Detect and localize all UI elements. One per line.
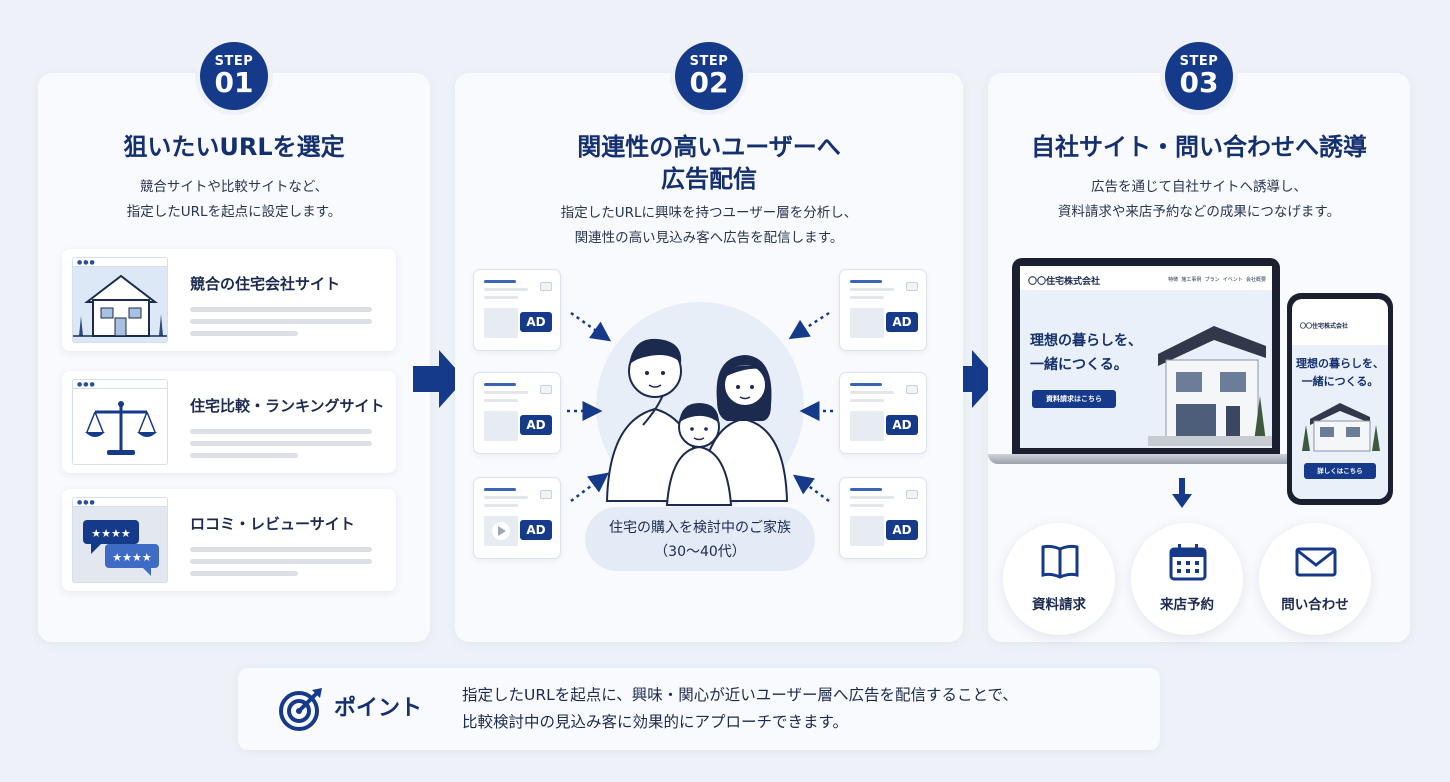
outcome-store-visit: 来店予約 — [1131, 523, 1243, 635]
step-02-badge: STEP 02 — [675, 42, 743, 110]
step-01-card: STEP 01 狙いたいURLを選定 競合サイトや比較サイトなど、 指定したUR… — [38, 42, 430, 642]
review-stars-icon: ●●● ★★★★ ★★★★ — [72, 497, 168, 583]
laptop-cta-button[interactable]: 資料請求はこちら — [1032, 390, 1116, 408]
arrow-right-icon — [413, 350, 465, 408]
laptop-base — [988, 454, 1300, 464]
site-label: 競合の住宅会社サイト — [190, 275, 341, 293]
site-label: ロコミ・レビューサイト — [190, 515, 355, 533]
outcome-label: 問い合わせ — [1281, 597, 1349, 613]
house-photo — [1148, 326, 1272, 446]
audience-line1: 住宅の購入を検討中のご家族 — [609, 520, 791, 536]
step-03-description: 広告を通じて自社サイトへ誘導し、 資料請求や来店予約などの成果につなげます。 — [1057, 179, 1341, 220]
step-03-title: 自社サイト・問い合わせへ誘導 — [1031, 133, 1367, 161]
calendar-icon — [1169, 544, 1207, 581]
step-02-title-line1: 関連性の高いユーザーへ — [577, 133, 841, 161]
step-number: 02 — [689, 66, 729, 99]
phone-headline-line1: 理想の暮らしを、 — [1296, 357, 1384, 370]
step-number: 01 — [214, 66, 254, 99]
laptop-brand: 〇〇住宅株式会社 — [1028, 277, 1101, 287]
outcome-label: 来店予約 — [1160, 597, 1214, 613]
phone-screen: 〇〇住宅株式会社 理想の暮らしを、 一緒につくる。 詳しくはこちら — [1292, 299, 1388, 499]
point-banner: ポイント 指定したURLを起点に、興味・関心が近いユーザー層へ広告を配信すること… — [238, 668, 1160, 750]
phone-brand: 〇〇住宅株式会社 — [1300, 323, 1349, 330]
target-icon — [279, 688, 322, 731]
point-text: 指定したURLを起点に、興味・関心が近いユーザー層へ広告を配信することで、 比較… — [462, 686, 1018, 731]
family-illustration — [596, 302, 804, 510]
step-label: STEP — [214, 54, 254, 69]
outcome-document-request: 資料請求 — [1003, 523, 1115, 635]
phone: 〇〇住宅株式会社 理想の暮らしを、 一緒につくる。 詳しくはこちら — [1287, 293, 1393, 505]
step-number: 03 — [1179, 66, 1219, 99]
phone-cta-button[interactable]: 詳しくはこちら — [1304, 463, 1376, 479]
svg-text:★★★★: ★★★★ — [91, 527, 131, 540]
site-label: 住宅比較・ランキングサイト — [190, 397, 385, 415]
svg-text:★★★★: ★★★★ — [112, 551, 152, 564]
site-card-review: ●●● ★★★★ ★★★★ ロコミ・レビューサイト — [62, 489, 396, 591]
step-label: STEP — [1179, 54, 1219, 69]
site-card-comparison: ●●● 住宅比較・ランキングサイト — [62, 371, 396, 473]
mail-icon — [1295, 547, 1337, 577]
arrow-down-icon — [1172, 478, 1192, 508]
point-label: ポイント — [334, 696, 423, 721]
step-label: STEP — [689, 54, 729, 69]
house-photo — [1302, 403, 1380, 452]
laptop-screen: 〇〇住宅株式会社 特徴 施工事例 プラン イベント 会社概要 理想の暮らしを、 … — [1020, 266, 1272, 448]
house-icon: ●●● — [72, 257, 168, 343]
audience-line2: （30〜40代） — [654, 544, 746, 560]
step-01-badge: STEP 01 — [200, 42, 268, 110]
ad-banner: AD — [473, 269, 561, 351]
ad-banner: AD — [839, 372, 927, 454]
laptop: 〇〇住宅株式会社 特徴 施工事例 プラン イベント 会社概要 理想の暮らしを、 … — [1012, 258, 1280, 454]
scales-icon: ●●● — [72, 379, 168, 465]
ad-tag: AD — [520, 312, 552, 332]
laptop-nav: 特徴 施工事例 プラン イベント 会社概要 — [1168, 277, 1266, 283]
outcome-inquiry: 問い合わせ — [1259, 523, 1371, 635]
ad-banner: AD — [839, 269, 927, 351]
ad-banner: AD — [473, 477, 561, 559]
site-card-competitor: ●●● 競合の住宅会社サイト — [62, 249, 396, 351]
step-02-description: 指定したURLに興味を持つユーザー層を分析し、 関連性の高い見込み客へ広告を配信… — [560, 205, 858, 246]
ad-tag: AD — [886, 415, 918, 435]
step-02-card: STEP 02 関連性の高いユーザーへ 広告配信 指定したURLに興味を持つユー… — [455, 42, 963, 642]
arrow-right-icon — [946, 350, 998, 408]
step-03-badge: STEP 03 — [1165, 42, 1233, 110]
step-02-title-line2: 広告配信 — [661, 165, 757, 193]
outcome-label: 資料請求 — [1032, 597, 1086, 613]
ad-banner: AD — [839, 477, 927, 559]
step-01-title: 狙いたいURLを選定 — [123, 133, 345, 161]
ad-tag: AD — [886, 520, 918, 540]
book-icon — [1041, 544, 1079, 579]
audience-label: 住宅の購入を検討中のご家族 （30〜40代） — [585, 507, 815, 571]
laptop-headline-line1: 理想の暮らしを、 — [1030, 333, 1142, 349]
play-icon — [484, 516, 518, 546]
ad-banner: AD — [473, 372, 561, 454]
ad-tag: AD — [520, 520, 552, 540]
phone-headline-line2: 一緒につくる。 — [1301, 375, 1379, 388]
dotted-arrows — [567, 311, 833, 503]
step-01-description: 競合サイトや比較サイトなど、 指定したURLを起点に設定します。 — [126, 179, 342, 220]
ad-tag: AD — [520, 415, 552, 435]
laptop-headline-line2: 一緒につくる。 — [1030, 357, 1128, 373]
ad-tag: AD — [886, 312, 918, 332]
